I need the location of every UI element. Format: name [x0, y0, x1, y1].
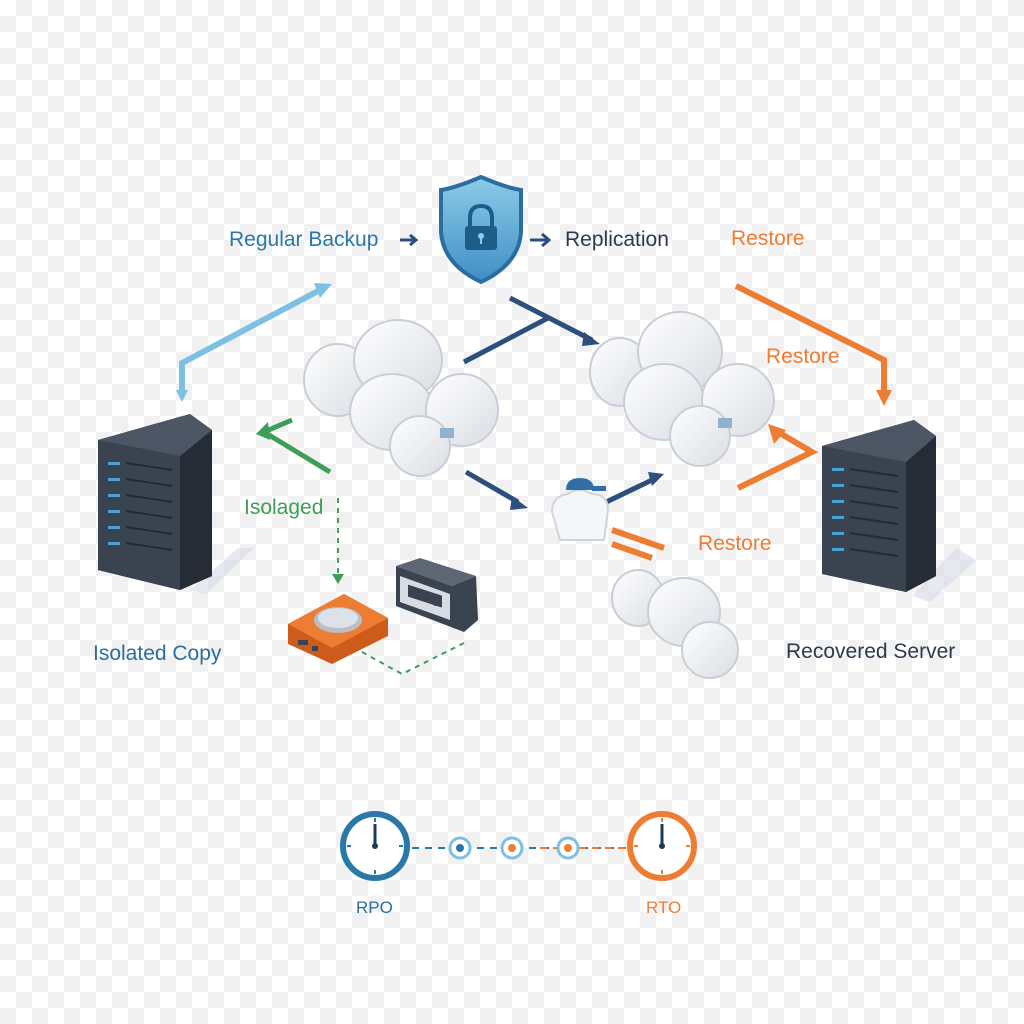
restore-label-middle: Restore — [766, 345, 840, 368]
timeline-node — [500, 836, 524, 860]
restore-label-top: Restore — [731, 227, 805, 250]
replication-arrow — [530, 232, 552, 248]
isolated-copy-label: Isolated Copy — [93, 642, 222, 665]
backup-flow-arrow — [176, 283, 332, 402]
restore-arrowhead — [768, 424, 786, 444]
cloud-storage-icon — [611, 569, 739, 679]
isolated-copy-server-icon — [98, 414, 254, 594]
external-drive-icon — [288, 594, 388, 664]
restore-arrows — [611, 283, 887, 561]
replication-label: Replication — [565, 228, 669, 251]
recovered-server-icon — [822, 420, 976, 602]
tape-cartridge-icon — [396, 558, 478, 632]
replication-arrowhead — [648, 472, 664, 486]
isolation-arrowhead — [256, 422, 270, 440]
recovered-server-label: Recovered Server — [786, 640, 956, 663]
rto-clock-icon — [627, 811, 697, 881]
recovery-timeline — [340, 811, 697, 881]
timeline-node — [556, 836, 580, 860]
timeline-node — [448, 836, 472, 860]
cloud-storage-icon — [589, 311, 775, 467]
rto-label: RTO — [646, 898, 682, 917]
shield-lock-icon — [439, 174, 523, 285]
restore-arrowhead — [876, 390, 892, 406]
rpo-clock-icon — [340, 811, 410, 881]
isolated-dashed-arrowhead — [332, 574, 344, 584]
rpo-label: RPO — [356, 898, 393, 917]
server-drive-bays — [108, 462, 120, 545]
restore-label-bottom: Restore — [698, 532, 772, 555]
isolation-arrow — [258, 417, 332, 475]
isolated-dashed-path — [337, 498, 467, 676]
replication-arrowhead — [510, 496, 528, 510]
server-drive-bays — [832, 468, 844, 551]
regular-backup-arrow — [400, 233, 419, 247]
replication-arrowhead — [582, 332, 600, 346]
regular-backup-label: Regular Backup — [229, 228, 379, 251]
isolated-label: Isolaged — [244, 496, 324, 519]
cloud-sync-icon — [550, 478, 610, 541]
cloud-storage-icon — [303, 319, 499, 477]
